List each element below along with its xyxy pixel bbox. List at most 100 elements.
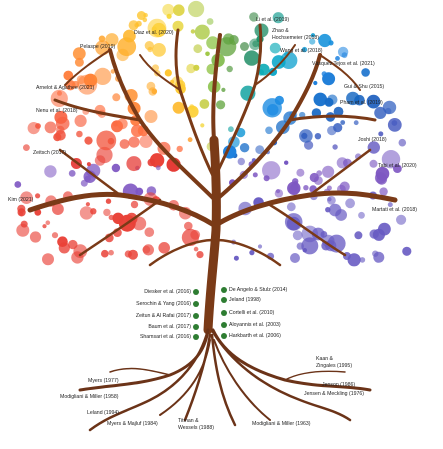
label-titman: Titman & — [178, 418, 199, 424]
leaf-dot — [353, 120, 359, 126]
leaf-dot — [284, 160, 289, 165]
leaf-dot — [196, 251, 204, 259]
label-vasquez-2021: Vásquez Tejos et al. (2021) — [312, 61, 375, 67]
leaf-dot — [387, 202, 393, 208]
leaf-dot — [286, 202, 296, 212]
label-kim-2021: Kim (2021) — [8, 197, 34, 203]
trunk-dot-diesker — [193, 289, 199, 295]
trunk-dot-jeland — [221, 297, 227, 303]
leaf-dot — [147, 46, 153, 53]
leaf-dot — [301, 237, 319, 255]
leaf-dot — [52, 203, 64, 216]
leaf-dot — [172, 101, 185, 114]
leaf-dot — [272, 12, 284, 24]
leaf-dot — [148, 87, 157, 96]
leaf-dot — [20, 220, 28, 228]
leaf-dot — [142, 245, 151, 254]
label-aloyannis-2003: Aloyannis et al. (2003) — [229, 322, 281, 328]
leaf-dot — [111, 163, 121, 173]
label-zingales-1995: Zingales (1995) — [316, 363, 353, 369]
leaf-dot — [126, 156, 142, 172]
leaf-dot — [262, 98, 282, 118]
trunk-dot-zeitun — [193, 313, 199, 319]
leaf-dot — [23, 144, 30, 152]
leaf-dot — [290, 253, 300, 263]
leaf-dot — [98, 35, 106, 43]
leaf-dot — [103, 208, 111, 217]
leaf-dot — [94, 67, 112, 85]
label-cortelli-2010: Cortelli et al. (2010) — [229, 310, 275, 316]
leaf-dot — [84, 136, 93, 145]
leaf-dot — [249, 38, 261, 51]
leaf-dot — [105, 198, 112, 204]
leaf-dot — [194, 24, 210, 40]
label-kaan: Kaan & — [316, 356, 334, 362]
trunk-dot-deangelo — [221, 287, 227, 293]
leaf-dot — [361, 68, 370, 77]
leaf-dot — [188, 0, 205, 18]
leaf-dot — [271, 55, 286, 69]
label-jenson-1986: Jenson (1986) — [322, 382, 356, 388]
label-zeitun-2017: Zeitun & Al Rafai (2017) — [135, 313, 191, 319]
leaf-dot — [184, 221, 193, 231]
leaf-dot — [74, 57, 84, 67]
leaf-dot — [226, 65, 233, 73]
leaf-dot — [244, 50, 260, 66]
leaf-dot — [216, 100, 226, 110]
leaf-dot — [321, 71, 327, 77]
leaf-dot — [134, 22, 139, 28]
leaf-dot — [318, 33, 332, 48]
label-modigliani-1958: Modigliani & Miller (1958) — [60, 394, 119, 400]
leaf-dot — [193, 246, 199, 252]
label-li-2019: Li et al. (2019) — [256, 17, 290, 23]
leaf-dot — [58, 242, 70, 254]
label-wang-2018: Wang et al. (2018) — [280, 48, 323, 54]
label-pelaspe-2019: Pelaspe (2019) — [80, 44, 116, 50]
leaf-dot — [324, 97, 334, 107]
leaf-dot — [314, 133, 322, 140]
leaf-dot — [373, 251, 385, 263]
leaf-dot — [86, 163, 101, 178]
leaf-dot — [199, 99, 210, 109]
leaf-dot — [262, 161, 281, 180]
label-baum-2017: Baum et al. (2017) — [148, 324, 191, 330]
leaf-dot — [402, 246, 412, 256]
leaf-dot — [333, 106, 344, 117]
leaf-dot — [369, 229, 379, 239]
leaf-dot — [122, 29, 136, 43]
leaf-dot — [176, 145, 183, 153]
leaf-dot — [322, 165, 335, 178]
leaf-dot — [42, 253, 54, 266]
leaf-dot — [190, 29, 196, 34]
leaf-dot — [164, 69, 172, 77]
leaf-dot — [116, 118, 128, 130]
leaf-dot — [292, 230, 303, 241]
leaf-dot — [45, 220, 51, 225]
leaf-dot — [255, 145, 265, 155]
leaf-dot — [108, 214, 115, 221]
label-diaz-2020: Diaz et al. (2020) — [134, 30, 174, 36]
leaf-dot — [249, 250, 255, 256]
leaf-dot — [193, 44, 203, 54]
leaf-dot — [158, 242, 170, 254]
leaf-dot — [124, 250, 132, 258]
leaf-dot — [112, 93, 121, 102]
leaf-dot — [206, 36, 220, 50]
leaf-dot — [135, 187, 144, 196]
leaf-dot — [359, 257, 366, 263]
label-tabi-2020: Tabi et al. (2020) — [378, 163, 417, 169]
leaf-dot — [128, 136, 140, 148]
leaf-dot — [240, 42, 249, 51]
leaf-dot — [72, 80, 80, 89]
label-modigliani-1963: Modigliani & Miller (1963) — [252, 421, 311, 427]
label-pham-2019: Pham et al. (2019) — [340, 100, 383, 106]
label-zhao: Zhao & — [272, 28, 289, 34]
leaf-dot — [327, 125, 337, 136]
label-myers-1977: Myers (1977) — [88, 378, 119, 384]
label-zeitsch-2017: Zeitsch (2017) — [33, 150, 67, 156]
leaf-dot — [29, 231, 42, 243]
label-martati-2018: Martati et al. (2018) — [372, 207, 417, 213]
leaf-dot — [340, 120, 346, 125]
leaf-dot — [378, 131, 384, 137]
